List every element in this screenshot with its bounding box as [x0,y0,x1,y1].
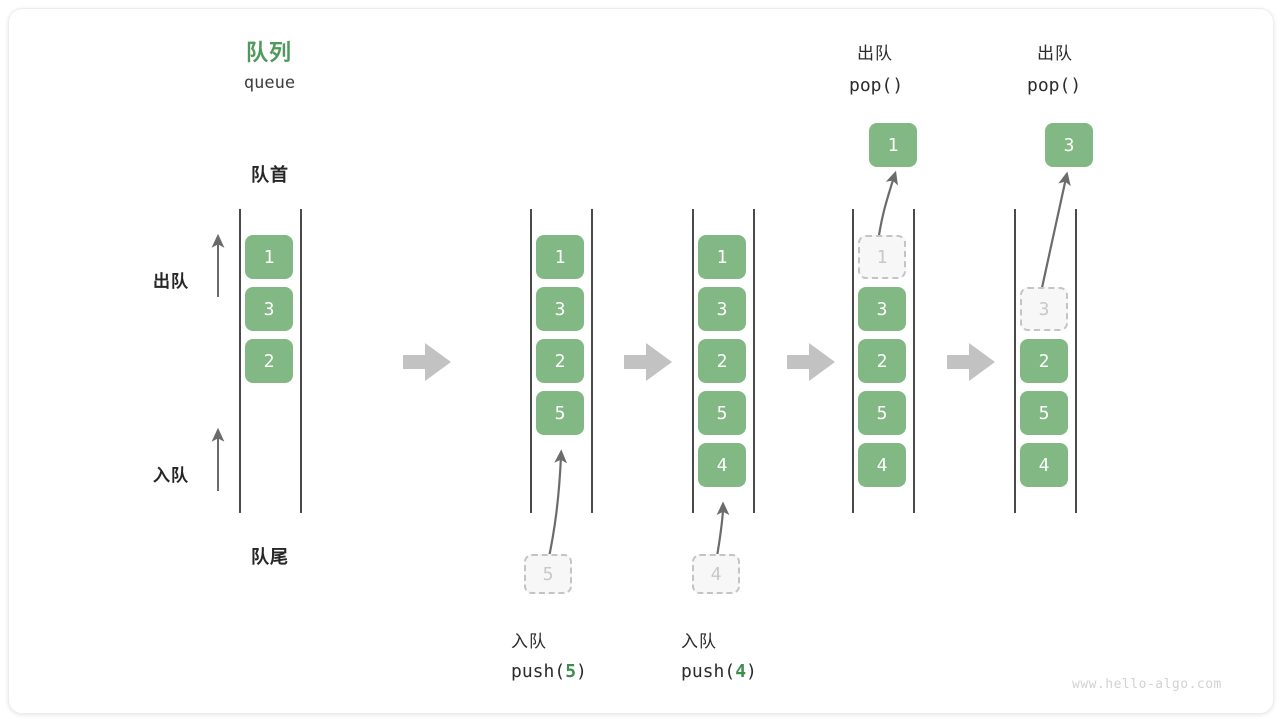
queue-rail-left-1 [239,209,241,513]
pop-op-label: 出队 [857,44,893,63]
popped-item: 3 [1045,123,1093,167]
step-transition-arrow-3 [787,343,835,381]
enqueue-direction-label: 入队 [153,466,189,485]
push-op-code-suffix: ) [746,661,757,682]
queue-item: 4 [1020,443,1068,487]
queue-item: 5 [1020,391,1068,435]
queue-item: 4 [858,443,906,487]
dequeue-direction-label: 出队 [153,272,189,291]
queue-item: 1 [245,235,293,279]
queue-item: 3 [858,287,906,331]
queue-item: 5 [698,391,746,435]
queue-rail-left-4 [852,209,854,513]
push-op-label: 入队 [511,632,547,651]
pop-op-code: pop() [1027,75,1082,96]
queue-item: 3 [245,287,293,331]
step-transition-arrow-4 [947,343,995,381]
queue-item: 1 [698,235,746,279]
queue-item: 5 [858,391,906,435]
pop-vacated-slot: 3 [1020,287,1068,331]
watermark: www.hello-algo.com [1072,677,1222,692]
step-transition-arrow-1 [403,343,451,381]
push-op-code-suffix: ) [576,661,587,682]
push-op-code-value: 4 [735,661,747,682]
queue-rail-right-4 [913,209,915,513]
queue-front-label: 队首 [251,165,289,185]
queue-item: 2 [245,339,293,383]
push-pending-item: 4 [692,554,740,594]
queue-item: 1 [536,235,584,279]
popped-item: 1 [869,123,917,167]
queue-rail-right-5 [1075,209,1077,513]
push-op-code-value: 5 [565,661,577,682]
queue-rail-right-1 [300,209,302,513]
diagram-stage: 队列 queue 队首 队尾 出队 入队 1 3 2 1 3 2 5 5 入队 … [9,9,1273,713]
push-op-code: push(5) [511,661,587,682]
queue-item: 2 [1020,339,1068,383]
pop-op-code: pop() [849,75,904,96]
queue-item: 2 [698,339,746,383]
queue-item: 5 [536,391,584,435]
push-op-code-prefix: push( [511,661,566,682]
step-transition-arrow-2 [624,343,672,381]
push-pending-item: 5 [524,554,572,594]
push-arrow-5 [546,449,568,563]
queue-item: 2 [536,339,584,383]
queue-item: 3 [536,287,584,331]
queue-item: 2 [858,339,906,383]
diagram-card: 队列 queue 队首 队尾 出队 入队 1 3 2 1 3 2 5 5 入队 … [8,8,1274,714]
queue-item: 3 [698,287,746,331]
queue-item: 4 [698,443,746,487]
queue-rear-label: 队尾 [251,547,289,567]
queue-rail-left-5 [1014,209,1016,513]
queue-rail-right-3 [753,209,755,513]
push-op-code: push(4) [681,661,757,682]
queue-rail-right-2 [591,209,593,513]
page-title: 队列 [245,40,292,65]
push-op-label: 入队 [681,632,717,651]
push-op-code-prefix: push( [681,661,736,682]
page-subtitle: queue [243,73,296,93]
pop-vacated-slot: 1 [858,235,906,279]
queue-rail-left-3 [692,209,694,513]
queue-rail-left-2 [530,209,532,513]
pop-op-label: 出队 [1037,44,1073,63]
diagram-overlay [211,170,1071,563]
